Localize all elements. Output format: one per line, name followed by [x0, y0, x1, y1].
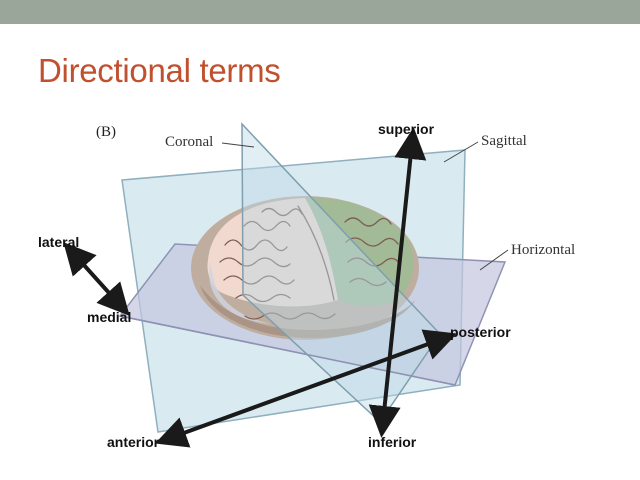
brain-illustration — [191, 196, 419, 340]
lateral-medial-arrow — [63, 242, 130, 316]
figure-label: (B) — [96, 124, 116, 140]
anterior-label: anterior — [107, 434, 160, 450]
lateral-label: lateral — [38, 234, 80, 250]
inferior-label: inferior — [368, 434, 417, 450]
coronal-leader-line — [221, 142, 255, 148]
posterior-label: posterior — [450, 324, 511, 340]
medial-label: medial — [87, 309, 132, 325]
superior-label: superior — [378, 121, 435, 137]
top-bar — [0, 0, 640, 24]
sagittal-leader-line — [443, 141, 479, 163]
anterior-posterior-arrow — [154, 329, 458, 448]
sagittal-label: Sagittal — [481, 133, 527, 149]
horizontal-leader-line — [479, 249, 509, 271]
horizontal-label: Horizontal — [511, 242, 576, 258]
slide-title: Directional terms — [38, 52, 281, 89]
coronal-label: Coronal — [165, 134, 214, 150]
